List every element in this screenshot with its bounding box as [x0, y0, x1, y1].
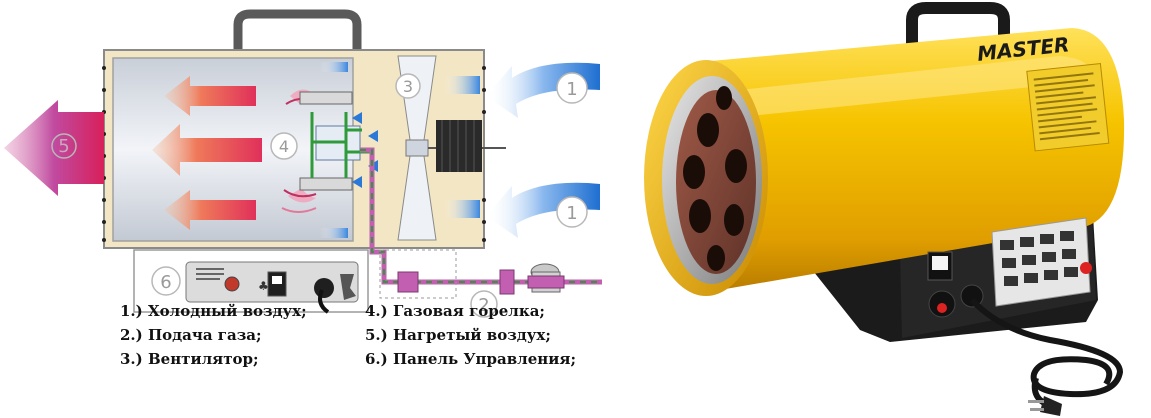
schematic-handle: [233, 9, 362, 50]
power-cable: [318, 289, 330, 314]
marker-fan: 3: [403, 77, 413, 96]
legend-item-heated-air: 5.) Нагретый воздух;: [365, 326, 551, 344]
legend-item-gas-supply: 2.) Подача газа;: [120, 326, 262, 344]
schematic: 5 4: [4, 9, 602, 318]
legend-item-cold-air: 1.) Холодный воздух;: [120, 302, 307, 320]
cold-air-arrow-top: 1: [486, 62, 600, 118]
heater-power-cable: [969, 297, 1124, 398]
air-vent-bottom: [320, 228, 348, 238]
legend: 1.) Холодный воздух; 4.) Газовая горелка…: [120, 300, 625, 370]
marker-cold-air-bottom: 1: [566, 203, 577, 224]
marker-burner: 4: [279, 137, 289, 156]
marker-cold-air-top: 1: [566, 79, 577, 100]
heated-air-arrow: 5: [4, 100, 104, 196]
fan-motor: [436, 120, 482, 172]
heater-instruction-sticker: [991, 217, 1091, 307]
fan: 3: [395, 55, 506, 241]
gas-regulator: [499, 263, 565, 295]
marker-gas-supply: 2: [478, 295, 489, 316]
heater-red-button: [1080, 262, 1092, 274]
burner-bottom: [299, 177, 353, 191]
heater-handle: [906, 2, 1010, 60]
hot-air-arrows-inner: [152, 76, 262, 230]
gas-solenoid-valve: [397, 271, 419, 293]
gas-valve-outline: [379, 249, 457, 299]
heater-product: MASTER: [644, 2, 1125, 416]
cold-air-inner-top: [444, 76, 480, 94]
marker-heated-air: 5: [58, 136, 69, 157]
legend-item-gas-burner: 4.) Газовая горелка;: [365, 302, 545, 320]
legend-item-fan: 3.) Вентилятор;: [120, 350, 259, 368]
control-panel-text-lines: [196, 268, 224, 280]
gas-flow-line: [360, 149, 602, 283]
fan-icon: ♣: [258, 279, 269, 293]
motor-fins: [441, 120, 475, 172]
heater-plug: [1028, 396, 1062, 416]
marker-control-panel: 6: [160, 272, 171, 293]
air-flow-burner: [352, 112, 378, 188]
indicator-light: [224, 276, 240, 292]
legend-item-control-panel: 6.) Панель Управления;: [365, 350, 576, 368]
heater-vent-holes: [683, 86, 747, 271]
cold-air-inner-bottom: [444, 200, 480, 218]
air-vent-top: [320, 62, 348, 72]
heater-spec-label: [1026, 63, 1110, 152]
burner-top: [299, 91, 353, 105]
heater-switch-rocker: [932, 256, 948, 270]
heater-knob-left-indicator: [937, 303, 947, 313]
cold-air-arrow-bottom: 1: [486, 182, 600, 238]
gas-valve-lever: [340, 274, 356, 300]
thermostat-knob: [314, 278, 334, 298]
power-switch-window: [272, 276, 282, 284]
